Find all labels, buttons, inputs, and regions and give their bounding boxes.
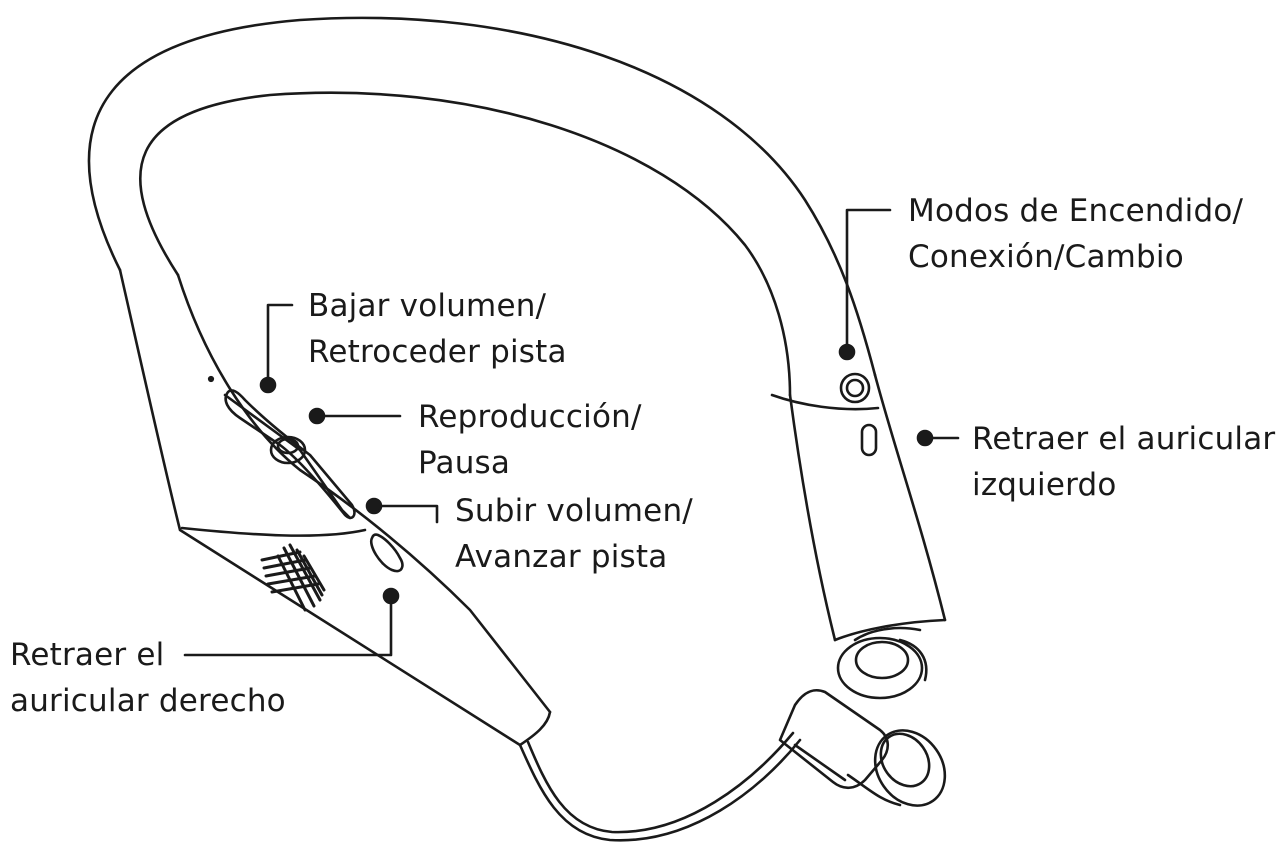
left-housing — [770, 372, 947, 642]
right-housing — [180, 375, 404, 612]
volume-up-callout-line1: Subir volumen/ — [455, 493, 693, 529]
leader-lines — [183, 208, 960, 657]
retract-left-callout-line2: izquierdo — [972, 467, 1117, 503]
retract-right-callout-line2: auricular derecho — [10, 683, 286, 719]
power-callout-line1: Modos de Encendido/ — [908, 193, 1244, 229]
volume-up-leader-line — [372, 504, 439, 524]
left-earbud — [836, 636, 928, 700]
retract-right-button[interactable] — [369, 533, 404, 573]
volume-rocker[interactable] — [224, 389, 356, 520]
power-callout-label: Modos de Encendido/ Conexión/Cambio — [908, 188, 1243, 280]
play-pause-callout-label: Reproducción/ Pausa — [418, 394, 642, 486]
power-button[interactable] — [839, 372, 871, 404]
play-pause-button[interactable] — [269, 435, 307, 465]
retract-left-callout-line1: Retraer el auricular — [972, 421, 1276, 457]
retract-right-callout-label: Retraer el auricular derecho — [10, 632, 286, 724]
retract-left-callout-label: Retraer el auricular izquierdo — [972, 416, 1275, 508]
retract-right-callout-line1: Retraer el — [10, 637, 165, 673]
retract-right-leader-line — [183, 594, 393, 657]
play-pause-callout-line1: Reproducción/ — [418, 399, 642, 435]
volume-down-callout-label: Bajar volumen/ Retroceder pista — [308, 283, 567, 375]
retract-left-button[interactable] — [860, 423, 878, 457]
right-earbud-cable — [518, 688, 947, 842]
speaker-grille-icon — [260, 543, 326, 612]
volume-down-leader-line — [266, 303, 294, 387]
earbud-housing — [778, 688, 890, 790]
neckband-body — [87, 16, 947, 747]
volume-up-callout-line2: Avanzar pista — [455, 539, 668, 575]
volume-down-callout-line1: Bajar volumen/ — [308, 288, 547, 324]
volume-down-callout-line2: Retroceder pista — [308, 334, 567, 370]
power-leader-line — [845, 208, 892, 354]
volume-up-callout-label: Subir volumen/ Avanzar pista — [455, 488, 693, 580]
play-pause-callout-line2: Pausa — [418, 445, 511, 481]
power-callout-line2: Conexión/Cambio — [908, 239, 1184, 275]
